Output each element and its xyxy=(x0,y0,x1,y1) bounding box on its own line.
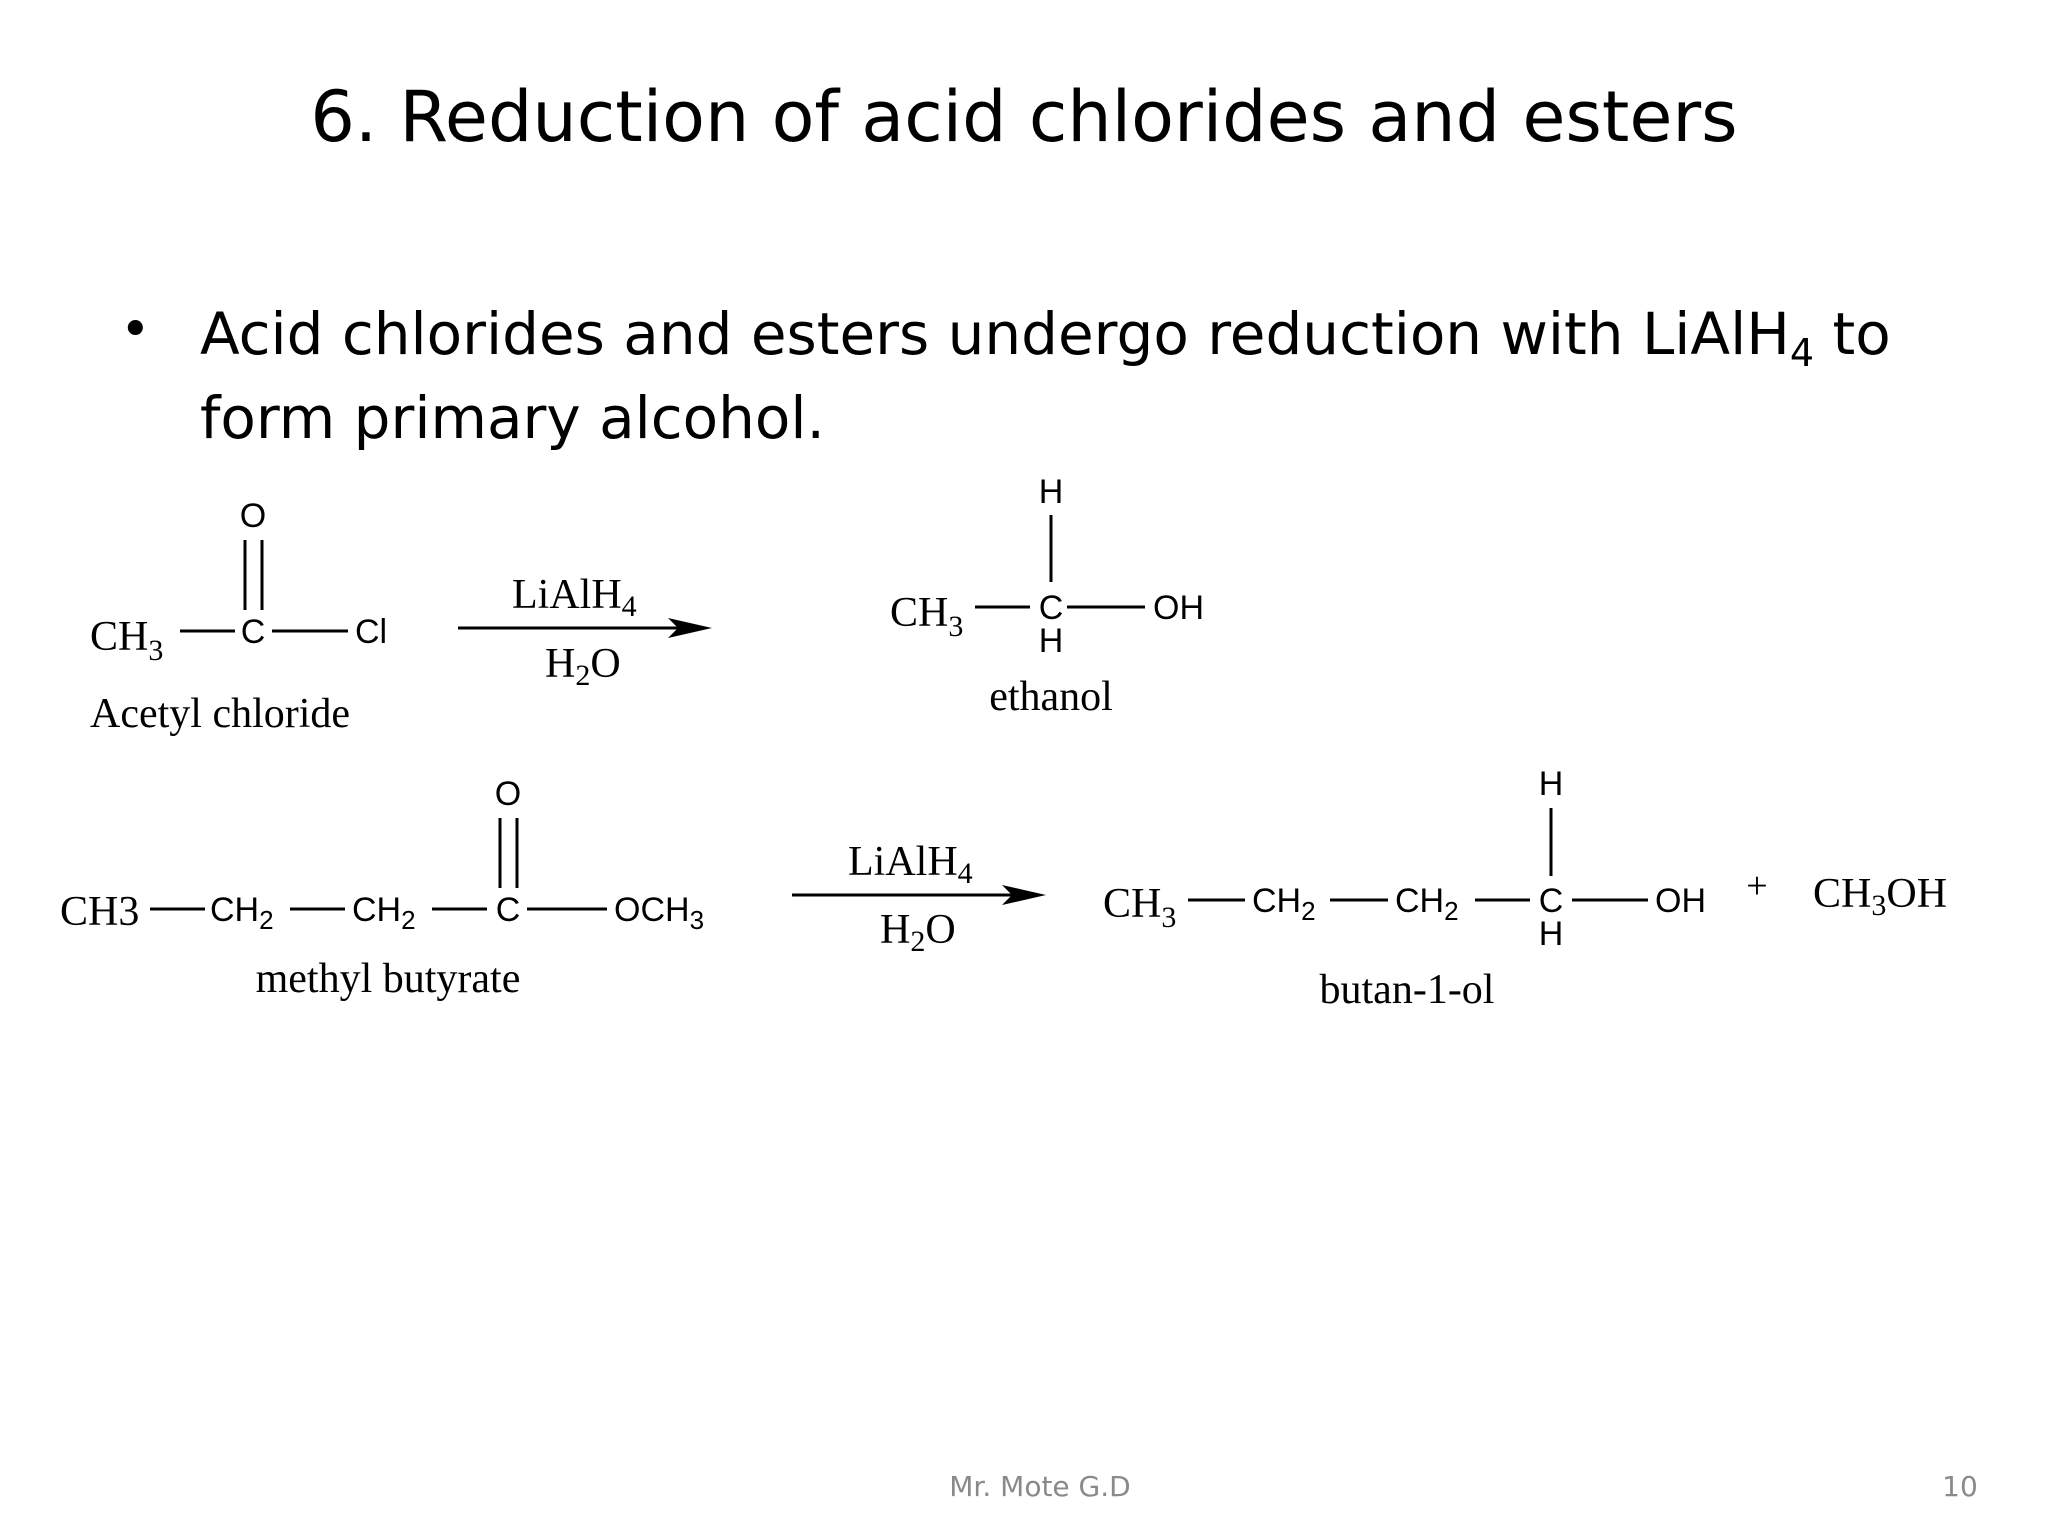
reagent-1-bottom: H2O xyxy=(545,641,621,692)
bullet-line1: Acid chlorides and esters undergo reduct… xyxy=(200,300,1790,368)
ethanol-carbon: C xyxy=(1039,589,1064,627)
ethanol-ch3: CH3 xyxy=(890,590,963,643)
bullet-text: Acid chlorides and esters undergo reduct… xyxy=(200,292,1900,460)
acetyl-carbon: C xyxy=(241,613,266,651)
butyrate-och3: OCH3 xyxy=(614,891,704,935)
butyrate-oxygen: O xyxy=(495,775,521,813)
reactant-2-name: methyl butyrate xyxy=(256,956,521,1002)
bullet-line1-end: to xyxy=(1814,300,1891,368)
butanol-h-top: H xyxy=(1539,765,1564,803)
butanol-carbon: C xyxy=(1539,882,1564,920)
butyrate-ch3: CH3 xyxy=(60,889,139,935)
slide-title: 6. Reduction of acid chlorides and ester… xyxy=(310,76,1738,158)
ethanol-oh: OH xyxy=(1153,589,1204,627)
butanol-h-bottom: H xyxy=(1539,915,1564,953)
arrow-2-head xyxy=(1002,885,1046,905)
plus-sign: + xyxy=(1746,865,1767,907)
page-number: 10 xyxy=(1942,1470,1978,1503)
butanol-oh: OH xyxy=(1655,882,1706,920)
butyrate-ch2-b: CH2 xyxy=(352,891,416,935)
bullet-marker: • xyxy=(120,300,151,360)
butanol-ch2-a: CH2 xyxy=(1252,882,1316,926)
butyrate-ch2-a: CH2 xyxy=(210,891,274,935)
reactant-1-name: Acetyl chloride xyxy=(90,691,350,737)
footer-author: Mr. Mote G.D xyxy=(949,1470,1131,1503)
butyrate-carbon: C xyxy=(496,891,521,929)
product-1-name: ethanol xyxy=(989,674,1113,720)
butanol-ch3: CH3 xyxy=(1103,881,1176,934)
bullet-subscript: 4 xyxy=(1789,331,1815,375)
reagent-2-top: LiAlH4 xyxy=(848,839,973,890)
methanol-byproduct: CH3OH xyxy=(1813,871,1947,922)
butanol-ch2-b: CH2 xyxy=(1395,882,1459,926)
reagent-2-bottom: H2O xyxy=(880,907,956,958)
acetyl-ch3: CH3 xyxy=(90,614,163,667)
ethanol-h-top: H xyxy=(1039,473,1064,511)
ethanol-h-bottom: H xyxy=(1039,622,1064,660)
arrow-1-head xyxy=(668,618,712,638)
acetyl-chlorine: Cl xyxy=(355,613,387,651)
bullet-line2: form primary alcohol. xyxy=(200,384,825,452)
acetyl-oxygen: O xyxy=(240,497,266,535)
reagent-1-top: LiAlH4 xyxy=(512,572,637,623)
product-2-name: butan-1-ol xyxy=(1320,967,1495,1013)
